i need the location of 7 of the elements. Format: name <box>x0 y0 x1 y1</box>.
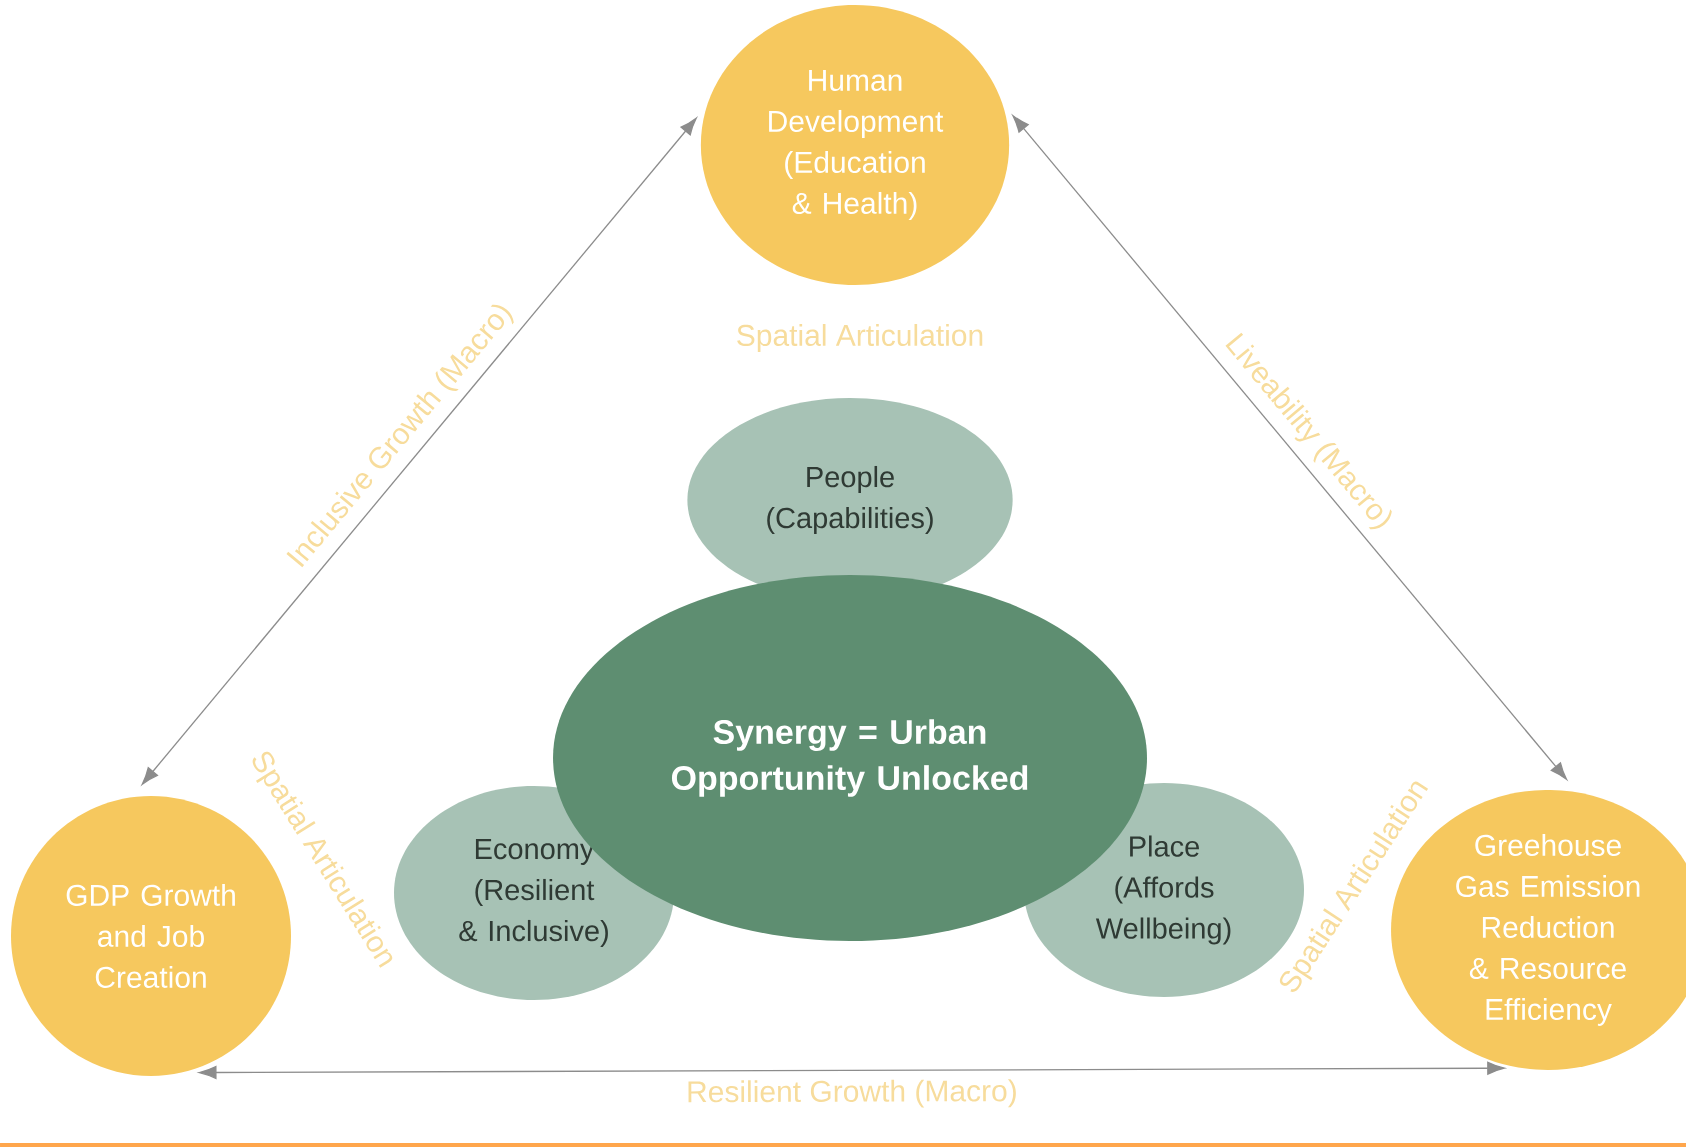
arrow <box>141 117 697 785</box>
label: Spatial Articulation <box>737 324 983 352</box>
arrow <box>198 1061 1505 1080</box>
ellipse-node: People (Capabilities) <box>687 398 1013 602</box>
arrow <box>1012 115 1568 780</box>
edge-label: Resilient Growth (Macro) <box>688 1079 1016 1108</box>
circle-node: Human Development (Education & Health) <box>700 5 1010 285</box>
